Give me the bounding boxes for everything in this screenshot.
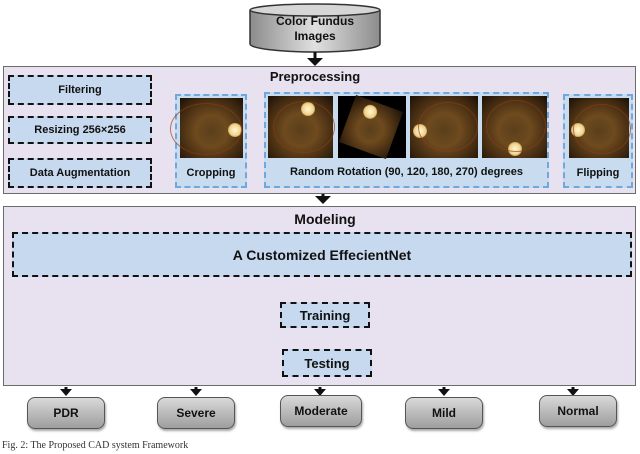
resizing-step: Resizing 256×256 — [8, 116, 152, 144]
output-moderate: Moderate — [280, 395, 362, 427]
filtering-step: Filtering — [8, 75, 152, 105]
flipped-fundus-image — [569, 98, 631, 158]
output-normal: Normal — [539, 395, 617, 427]
modeling-title: Modeling — [294, 211, 356, 227]
rotated-fundus-image-3 — [410, 96, 478, 158]
cropped-fundus-image — [170, 98, 243, 158]
testing-box: Testing — [282, 349, 372, 377]
rotated-fundus-image-1 — [268, 96, 335, 158]
training-box: Training — [280, 302, 370, 328]
output-mild: Mild — [405, 397, 483, 429]
input-cylinder: Color Fundus Images — [250, 12, 380, 46]
rotation-box: Random Rotation (90, 120, 180, 270) degr… — [264, 92, 549, 188]
flipping-label: Flipping — [576, 167, 620, 179]
flipping-box: Flipping — [563, 94, 633, 188]
cropping-label: Cropping — [186, 167, 236, 179]
input-line-1: Color Fundus — [276, 14, 354, 28]
preprocessing-title: Preprocessing — [269, 68, 361, 84]
input-line-2: Images — [294, 29, 336, 43]
output-severe: Severe — [157, 397, 235, 429]
rotated-fundus-image-2 — [338, 94, 406, 160]
network-box: A Customized EffecientNet — [12, 232, 632, 277]
figure-caption: Fig. 2: The Proposed CAD system Framewor… — [2, 440, 189, 451]
rotated-fundus-image-4 — [482, 96, 547, 158]
augmentation-step: Data Augmentation — [8, 158, 152, 188]
cropping-box: Cropping — [170, 94, 247, 188]
input-cylinder-shape — [249, 3, 381, 53]
output-pdr: PDR — [27, 397, 105, 429]
rotation-label: Random Rotation (90, 120, 180, 270) degr… — [290, 166, 523, 178]
